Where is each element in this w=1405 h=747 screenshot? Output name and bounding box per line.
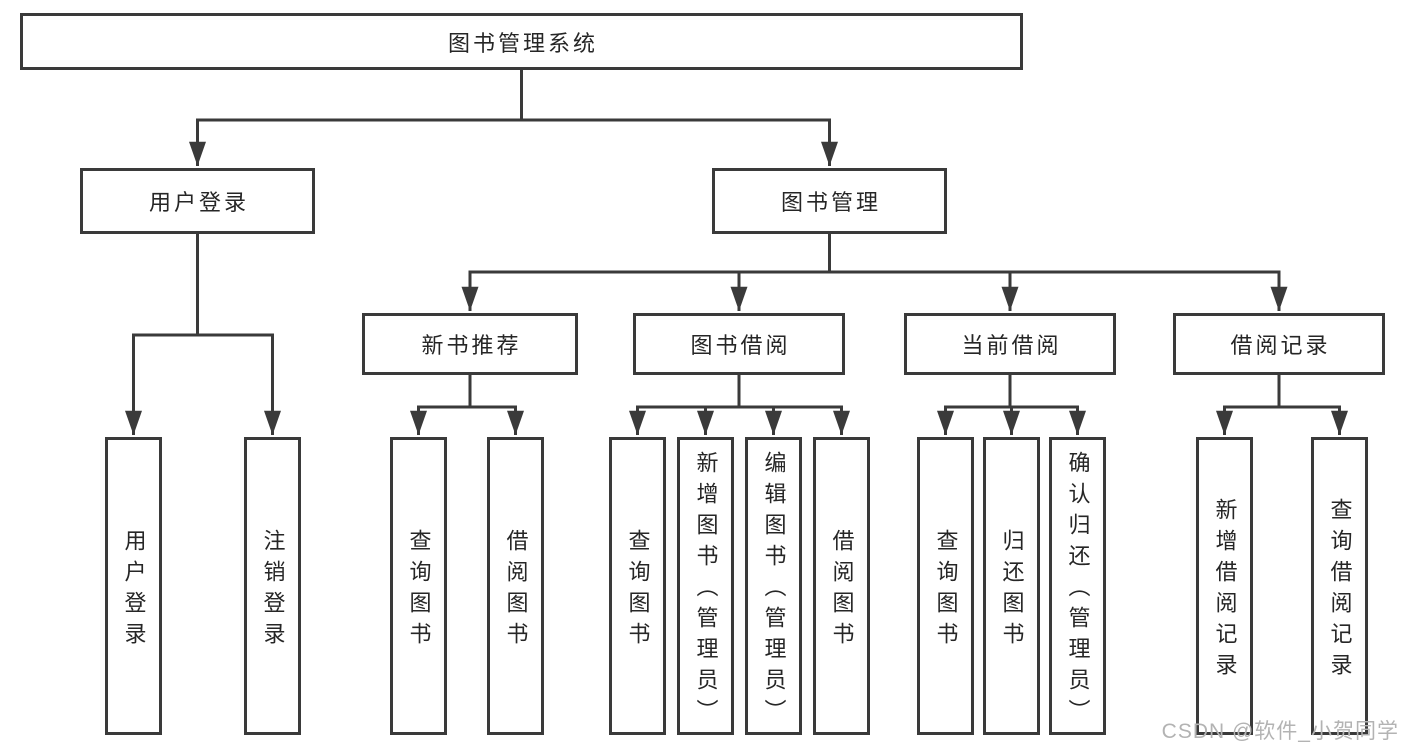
node-book-management-label: 图书管理 (780, 190, 881, 215)
leaf-bookborrow-borrow-label: 借阅图书 (829, 528, 855, 653)
leaf-currentborrow-return-label: 归还图书 (999, 528, 1025, 653)
leaf-logout-label: 注销登录 (260, 528, 286, 653)
leaf-bookborrow-query-label: 查询图书 (625, 528, 651, 653)
leaf-newbooks-query: 查询图书 (390, 437, 447, 735)
csdn-watermark: CSDN @软件_小贺同学 (1161, 720, 1399, 743)
leaf-logout: 注销登录 (244, 437, 301, 735)
node-book-borrow-label: 图书借阅 (690, 333, 791, 358)
connector-book-borrow-trunk (636, 373, 843, 409)
leaf-bookborrow-edit: 编辑图书（管理员） (745, 437, 802, 735)
connector-current-borrow-trunk (944, 373, 1079, 409)
connector-borrow-records-trunk (1223, 373, 1341, 409)
leaf-newbooks-query-label: 查询图书 (406, 528, 432, 653)
leaf-currentborrow-return: 归还图书 (983, 437, 1040, 735)
leaf-records-query: 查询借阅记录 (1311, 437, 1368, 735)
leaf-records-add: 新增借阅记录 (1196, 437, 1253, 735)
node-user-login: 用户登录 (80, 168, 315, 234)
node-book-borrow: 图书借阅 (633, 313, 845, 375)
leaf-user-login-label: 用户登录 (121, 528, 147, 653)
connector-new-books-trunk (417, 373, 517, 409)
node-user-login-label: 用户登录 (148, 190, 249, 215)
node-root-system: 图书管理系统 (20, 13, 1023, 70)
leaf-bookborrow-edit-label: 编辑图书（管理员） (761, 451, 787, 730)
leaf-bookborrow-borrow: 借阅图书 (813, 437, 870, 735)
leaf-currentborrow-confirm: 确认归还（管理员） (1049, 437, 1106, 735)
node-current-borrow: 当前借阅 (904, 313, 1116, 375)
node-borrow-records-label: 借阅记录 (1230, 333, 1331, 358)
leaf-newbooks-borrow-label: 借阅图书 (503, 528, 529, 653)
leaf-newbooks-borrow: 借阅图书 (487, 437, 544, 735)
node-current-borrow-label: 当前借阅 (961, 333, 1062, 358)
leaf-records-query-label: 查询借阅记录 (1327, 497, 1353, 684)
connector-book-management-trunk (468, 232, 1281, 274)
node-book-management: 图书管理 (712, 168, 947, 234)
leaf-bookborrow-add: 新增图书（管理员） (677, 437, 734, 735)
leaf-user-login: 用户登录 (105, 437, 162, 735)
leaf-currentborrow-query-label: 查询图书 (933, 528, 959, 653)
leaf-bookborrow-add-label: 新增图书（管理员） (693, 451, 719, 730)
node-new-books: 新书推荐 (362, 313, 578, 375)
connector-user-login-trunk (132, 232, 274, 337)
node-new-books-label: 新书推荐 (421, 333, 522, 358)
leaf-currentborrow-confirm-label: 确认归还（管理员） (1065, 451, 1091, 730)
connector-root-trunk (196, 68, 831, 122)
node-root-system-label: 图书管理系统 (447, 30, 598, 56)
leaf-currentborrow-query: 查询图书 (917, 437, 974, 735)
leaf-bookborrow-query: 查询图书 (609, 437, 666, 735)
leaf-records-add-label: 新增借阅记录 (1212, 497, 1238, 684)
node-borrow-records: 借阅记录 (1173, 313, 1385, 375)
